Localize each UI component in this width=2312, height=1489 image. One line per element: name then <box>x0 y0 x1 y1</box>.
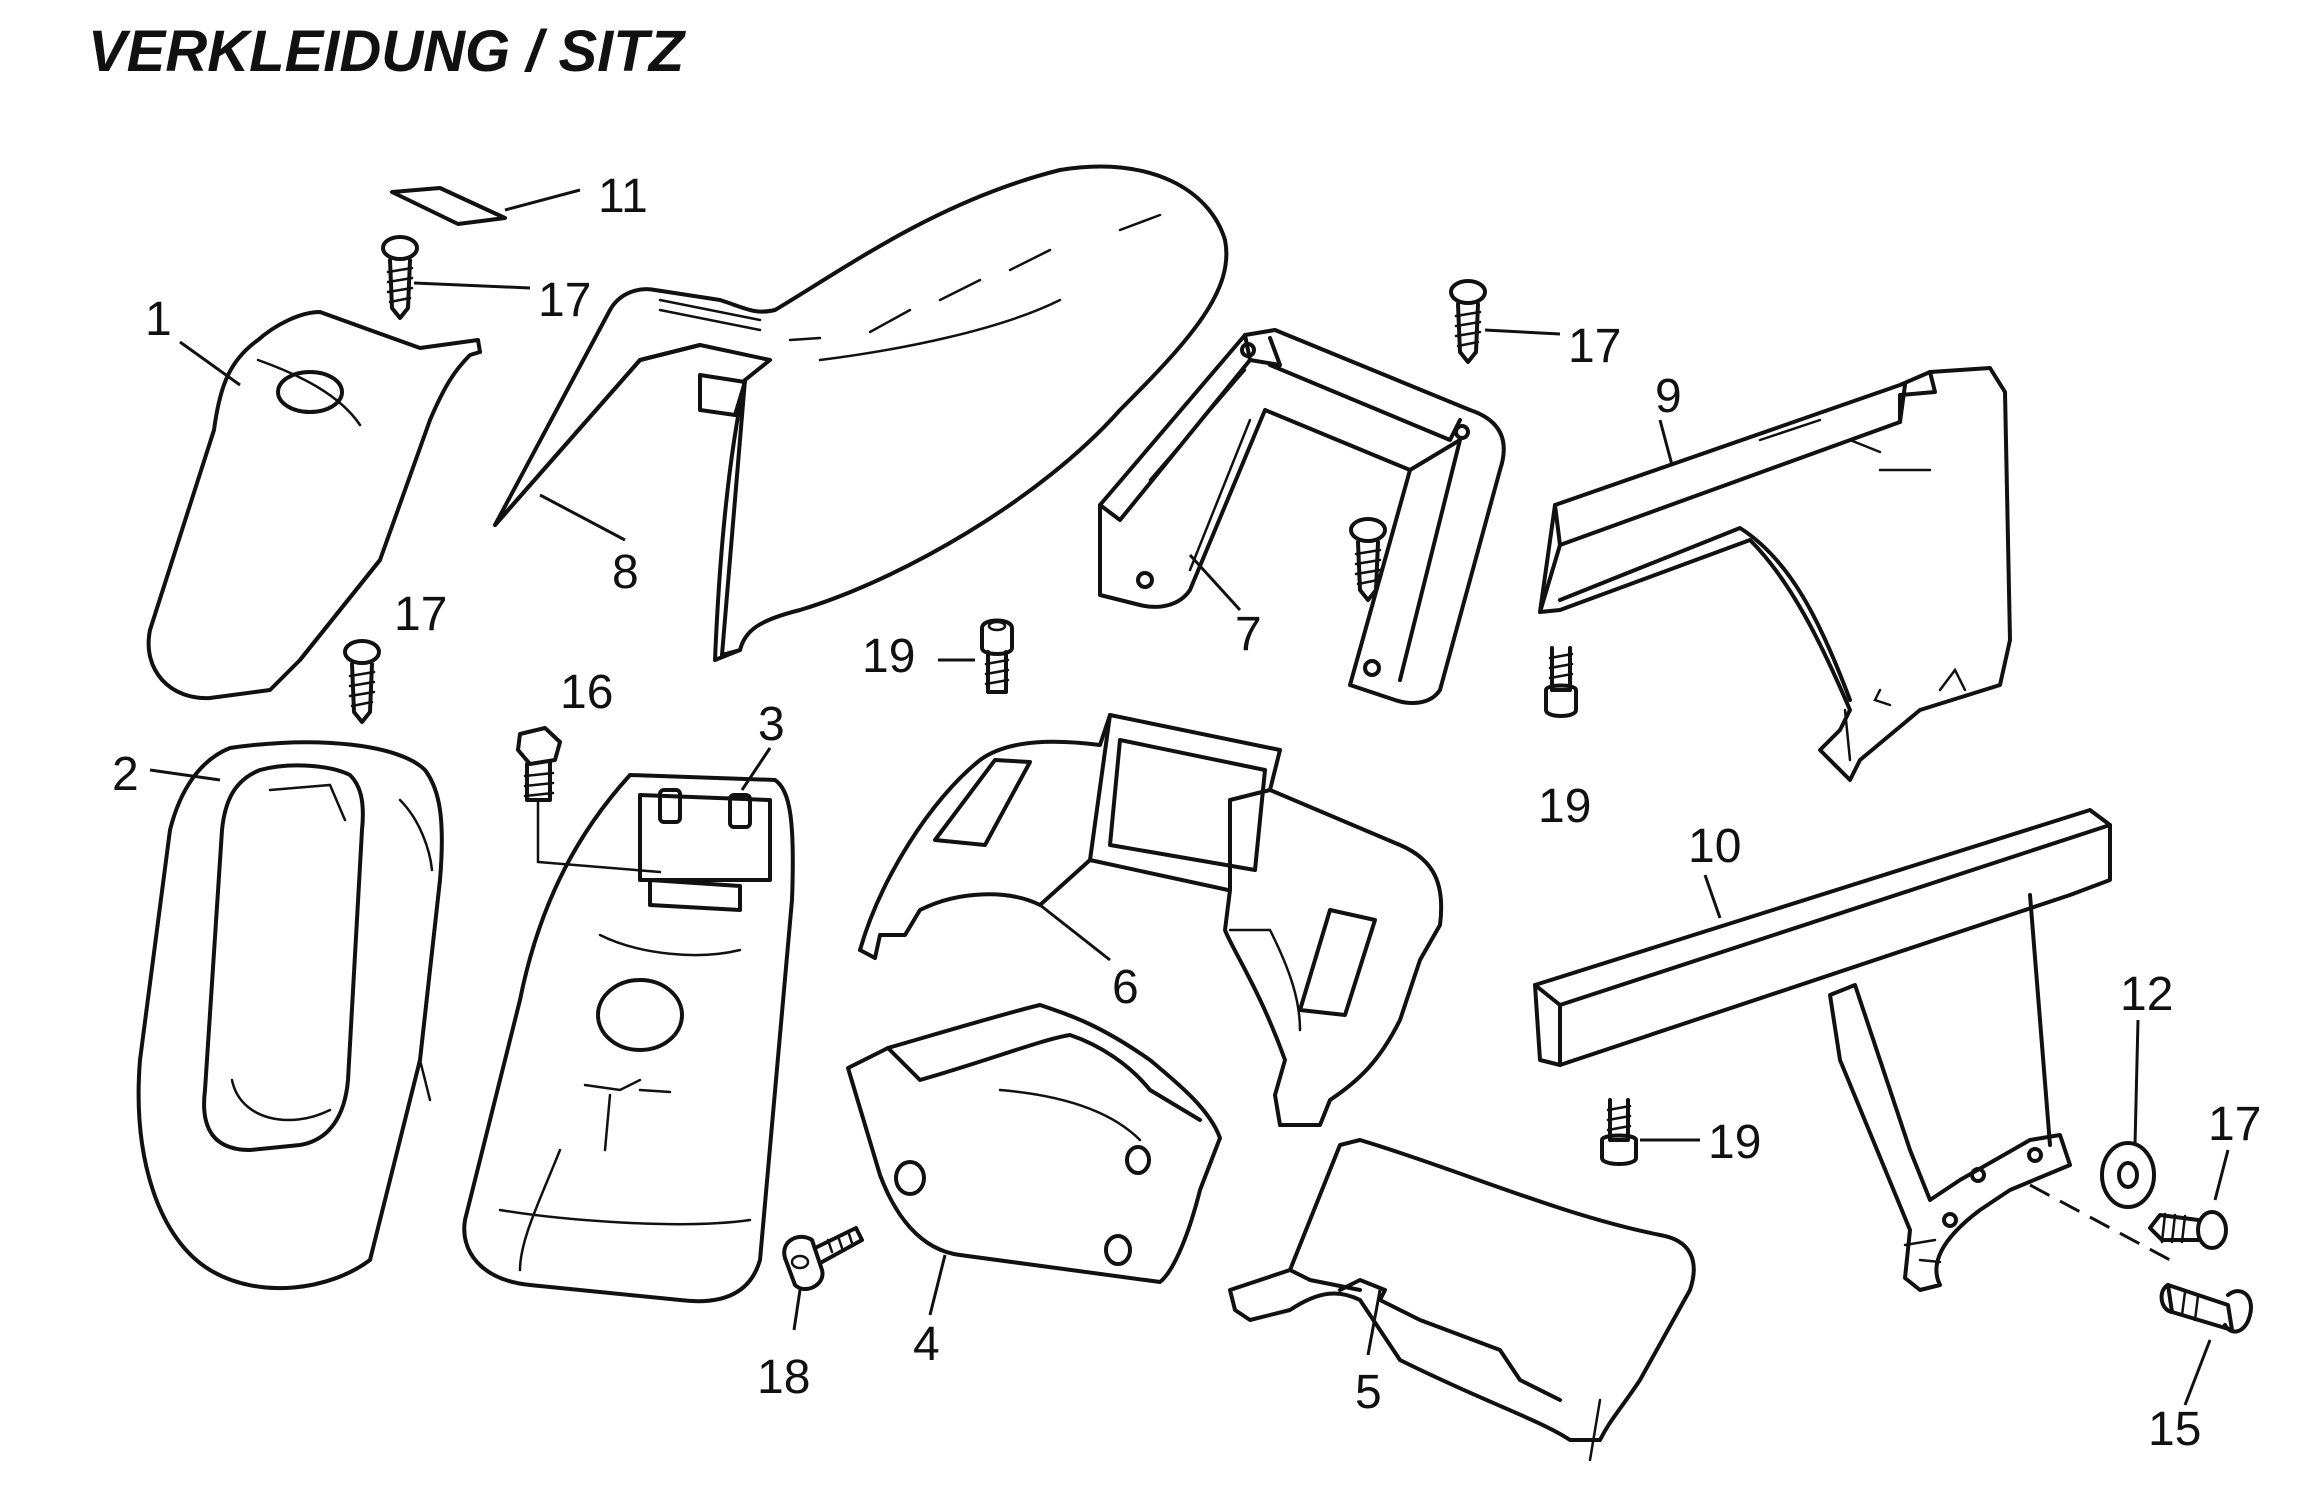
callout-12: 12 <box>2120 968 2173 1021</box>
callout-17-top-right: 17 <box>1568 320 1621 373</box>
part-8-seat <box>493 164 1229 662</box>
callout-17-top-left: 17 <box>538 274 591 327</box>
callout-19-middle: 19 <box>862 630 915 683</box>
part-11-plate <box>390 186 581 226</box>
callout-2: 2 <box>112 748 139 801</box>
part-7-rear-carrier <box>1098 328 1506 705</box>
callout-17-lower-right: 17 <box>2208 1098 2261 1151</box>
bolt-16 <box>516 726 662 874</box>
callout-16: 16 <box>560 666 613 719</box>
callout-15: 15 <box>2148 1403 2201 1456</box>
callout-19-right: 19 <box>1538 780 1591 833</box>
part-5-lower-cover <box>1228 1138 1696 1462</box>
callout-9: 9 <box>1655 370 1682 423</box>
screw-17-left-middle <box>343 639 381 724</box>
callout-10: 10 <box>1688 820 1741 873</box>
bolt-15 <box>2029 1183 2253 1406</box>
part-6-middle-fairing <box>858 713 1444 1127</box>
screw-17-carrier <box>1349 517 1387 602</box>
part-2-front-fairing <box>136 740 444 1291</box>
callout-11: 11 <box>598 170 648 223</box>
callout-4: 4 <box>913 1318 940 1371</box>
part-1-rear-cap <box>146 310 482 701</box>
washer-12 <box>2100 1019 2156 1209</box>
part-4-lower-fairing <box>846 1003 1222 1316</box>
callout-1: 1 <box>145 293 172 346</box>
screw-17-lower-right <box>2148 1149 2230 1250</box>
callout-8: 8 <box>612 546 639 599</box>
screw-17-top-right <box>1449 279 1561 364</box>
bolt-19-lower-right <box>1600 1098 1700 1166</box>
callout-7: 7 <box>1235 608 1262 661</box>
callout-17-left-middle: 17 <box>394 588 447 641</box>
screw-17-top-left <box>381 235 531 320</box>
callout-5: 5 <box>1355 1366 1382 1419</box>
callout-6: 6 <box>1112 961 1139 1014</box>
part-3-inner-fairing <box>462 747 795 1304</box>
callout-18: 18 <box>757 1351 810 1404</box>
bolt-18 <box>782 1226 864 1331</box>
bolt-19-middle <box>938 618 1014 694</box>
diagram-title: VERKLEIDUNG / SITZ <box>88 19 685 84</box>
part-9-side-panel <box>1538 366 2012 782</box>
part-10-mudguard <box>1533 808 2112 1292</box>
bolt-19-right <box>1544 646 1578 718</box>
callout-3: 3 <box>758 698 785 751</box>
callout-19-lower-right: 19 <box>1708 1116 1761 1169</box>
